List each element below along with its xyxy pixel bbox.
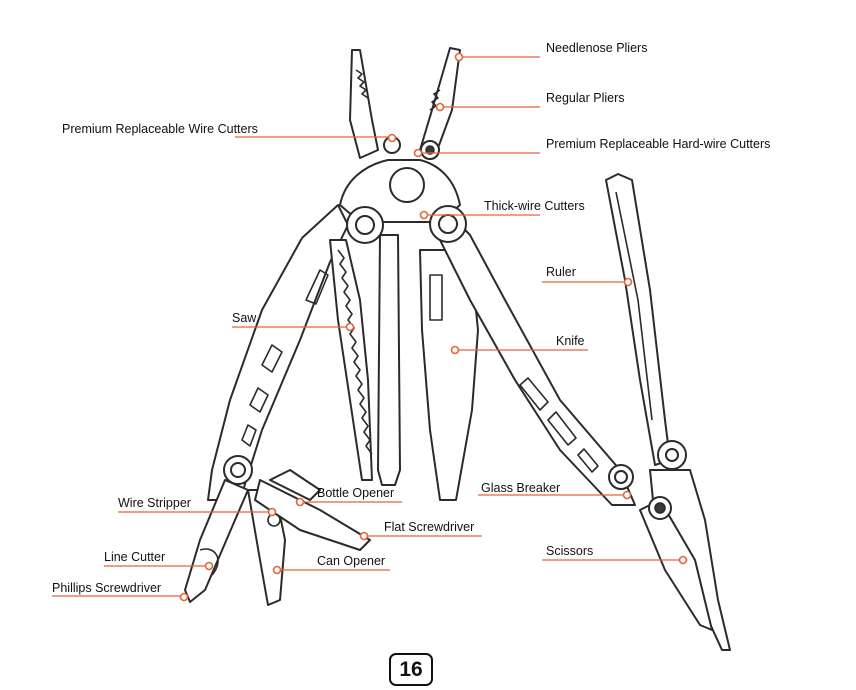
label-glass-breaker: Glass Breaker [481,481,561,495]
label-phillips-screwdriver: Phillips Screwdriver [52,581,162,595]
page-number-badge: 16 [389,653,433,686]
marker-knife [450,345,460,355]
marker-bottle-opener [295,497,305,507]
marker-wire-stripper [267,507,277,517]
label-regular-pliers: Regular Pliers [546,91,625,105]
label-premium-wire-cutters: Premium Replaceable Wire Cutters [62,122,258,136]
marker-glass-breaker [622,490,632,500]
marker-scissors [678,555,688,565]
marker-regular-pliers [435,102,445,112]
marker-phillips-screwdriver [179,592,189,602]
label-needlenose-pliers: Needlenose Pliers [546,41,648,55]
marker-saw [345,322,355,332]
marker-flat-screwdriver [359,531,369,541]
marker-ruler [623,277,633,287]
label-wire-stripper: Wire Stripper [118,496,191,510]
label-flat-screwdriver: Flat Screwdriver [384,520,475,534]
label-bottle-opener: Bottle Opener [317,486,395,500]
marker-premium-wire-cutters [387,133,397,143]
marker-line-cutter [204,561,214,571]
label-can-opener: Can Opener [317,554,386,568]
label-thick-wire-cutters: Thick-wire Cutters [484,199,585,213]
label-scissors: Scissors [546,544,594,558]
marker-needlenose-pliers [454,52,464,62]
callout-leaders [52,52,688,602]
label-line-cutter: Line Cutter [104,550,166,564]
label-saw: Saw [232,311,257,325]
label-premium-hardwire-cutters: Premium Replaceable Hard-wire Cutters [546,137,771,151]
label-knife: Knife [556,334,585,348]
marker-thick-wire-cutters [419,210,429,220]
multitool-illustration [184,47,731,651]
label-ruler: Ruler [546,265,576,279]
page-number: 16 [399,657,423,681]
marker-can-opener [272,565,282,575]
marker-premium-hardwire-cutters [413,148,423,158]
